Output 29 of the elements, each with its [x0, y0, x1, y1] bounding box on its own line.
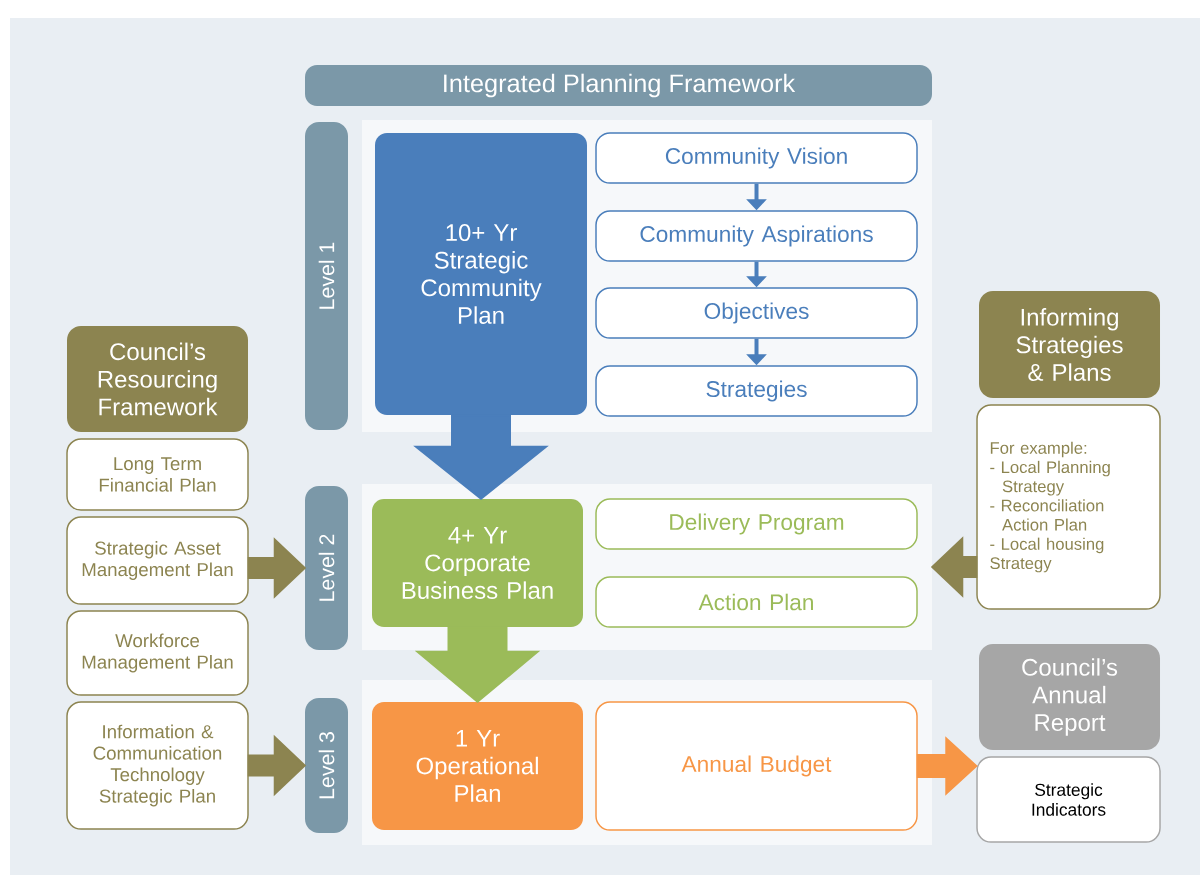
step-box: Community Vision: [595, 132, 918, 184]
level-tab: Level 2: [305, 486, 348, 650]
block-arrow: [413, 414, 549, 501]
plan-box: Information & Communication Technology Strategic Plan: [66, 701, 249, 830]
block-arrow: [414, 626, 541, 704]
plan-box: Workforce Management Plan: [66, 610, 249, 696]
step-box: Community Aspirations: [595, 210, 918, 262]
step-box: Annual Budget: [595, 701, 918, 831]
heading-box: Informing Strategies & Plans: [979, 291, 1160, 398]
level-tab: Level 3: [305, 698, 348, 833]
step-box: Action Plan: [595, 576, 918, 628]
block-arrow: [247, 734, 307, 797]
block-arrow: [247, 537, 307, 599]
title-bar: Integrated Planning Framework: [305, 65, 932, 106]
heading-box: Council’s Resourcing Framework: [67, 326, 248, 432]
step-box: Strategies: [595, 365, 918, 417]
heading-box: Council’s Annual Report: [979, 644, 1160, 750]
block-arrow: [916, 736, 978, 796]
step-box: Delivery Program: [595, 498, 918, 550]
step-box: Objectives: [595, 287, 918, 339]
example-box: For example: - Local Planning Strategy - Reconciliation Action Plan - Local housing Strategy: [976, 404, 1161, 610]
plan-box: 1 Yr Operational Plan: [372, 702, 583, 830]
plan-box: 4+ Yr Corporate Business Plan: [372, 499, 583, 627]
indicator-box: Strategic Indicators: [976, 756, 1161, 843]
plan-box: Long Term Financial Plan: [66, 438, 249, 511]
level-tab: Level 1: [305, 122, 348, 430]
plan-box: Strategic Asset Management Plan: [66, 516, 249, 605]
block-arrow: [930, 536, 978, 598]
plan-box: 10+ Yr Strategic Community Plan: [375, 133, 587, 415]
